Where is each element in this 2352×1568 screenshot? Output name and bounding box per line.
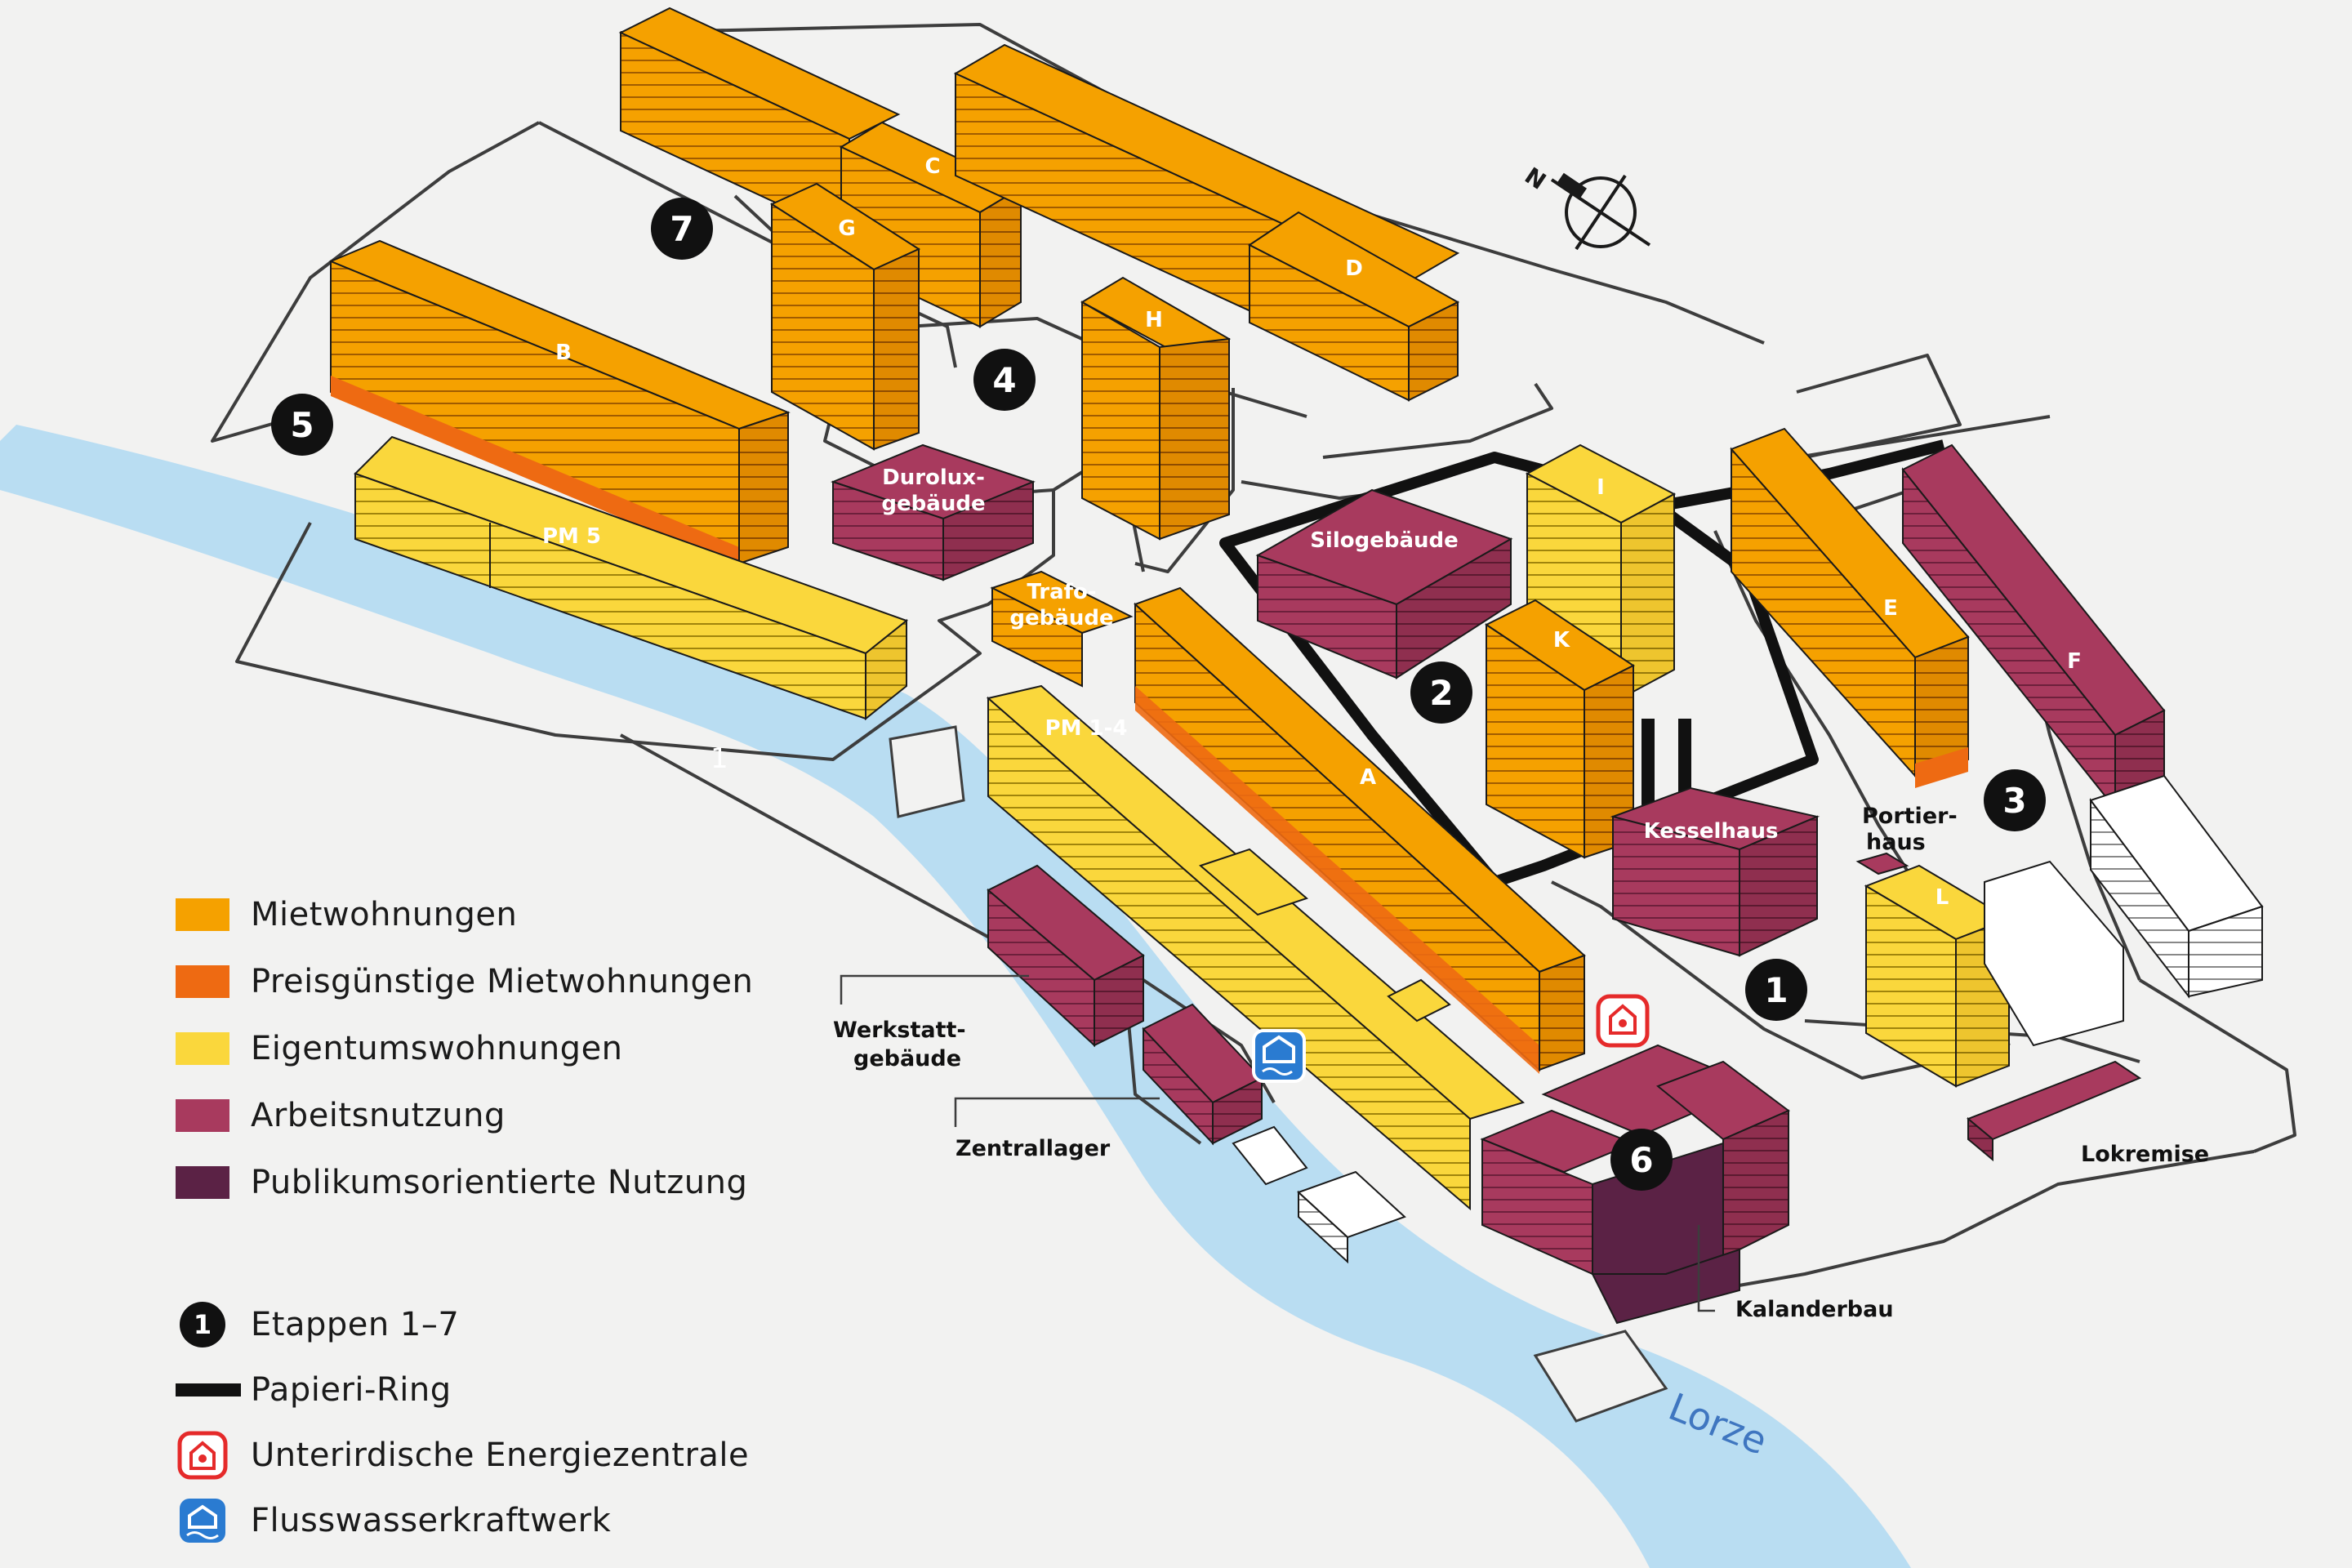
building-label: Durolux- bbox=[882, 466, 985, 490]
label-kalanderbau: Kalanderbau bbox=[1735, 1297, 1894, 1322]
legend-label: Flusswasserkraftwerk bbox=[251, 1502, 612, 1539]
label-zentrallager: Zentrallager bbox=[956, 1136, 1111, 1161]
building-label: Silogebäude bbox=[1310, 528, 1459, 553]
building-label: A bbox=[1360, 765, 1376, 790]
building-label: PM 1-4 bbox=[1045, 716, 1128, 741]
ring-swatch bbox=[176, 1383, 241, 1396]
building-label: gebäude bbox=[881, 492, 985, 516]
svg-text:7: 7 bbox=[670, 209, 693, 249]
building-existing-white bbox=[1984, 774, 2264, 1047]
building-label: E bbox=[1883, 596, 1898, 621]
legend-label: Preisgünstige Mietwohnungen bbox=[251, 963, 754, 1000]
svg-text:6: 6 bbox=[1629, 1140, 1653, 1180]
legend-label: Etappen 1–7 bbox=[251, 1306, 460, 1343]
building-l[interactable]: L bbox=[1864, 864, 2011, 1088]
svg-text:2: 2 bbox=[1429, 673, 1453, 713]
legend-item-stages: 1 Etappen 1–7 bbox=[176, 1300, 459, 1349]
building-label: Kesselhaus bbox=[1644, 819, 1779, 844]
legend-item-energy: Unterirdische Energiezentrale bbox=[176, 1431, 749, 1480]
building-unlabeled-top[interactable] bbox=[618, 7, 901, 238]
svg-text:5: 5 bbox=[290, 405, 314, 445]
building-label: C bbox=[924, 154, 940, 179]
svg-text:4: 4 bbox=[992, 360, 1016, 400]
label-werkstatt: Werkstatt- bbox=[833, 1018, 966, 1043]
legend-item-ownership: Eigentumswohnungen bbox=[176, 1024, 622, 1073]
stage-badge-4[interactable]: 4 bbox=[973, 349, 1036, 411]
stage-badge-5[interactable]: 5 bbox=[271, 394, 333, 456]
building-pm5[interactable]: PM 5 bbox=[354, 435, 909, 721]
legend-label: Publikumsorientierte Nutzung bbox=[251, 1164, 748, 1201]
building-lokremise[interactable] bbox=[1967, 1060, 2142, 1162]
building-label: Trafo- bbox=[1027, 580, 1096, 604]
legend-item-affordable: Preisgünstige Mietwohnungen bbox=[176, 957, 753, 1006]
building-pm1-4[interactable]: PM 1-4 bbox=[986, 684, 1526, 1211]
building-portierhaus[interactable]: Portier- haus bbox=[1855, 804, 1958, 875]
building-k[interactable]: K bbox=[1485, 599, 1635, 859]
stage-badge-6[interactable]: 6 bbox=[1610, 1129, 1673, 1191]
legend-label: Eigentumswohnungen bbox=[251, 1030, 623, 1067]
building-g[interactable]: G bbox=[769, 182, 921, 451]
building-d[interactable]: D bbox=[953, 43, 1460, 402]
building-trafo[interactable]: Trafo- gebäude bbox=[990, 570, 1134, 688]
building-label: G bbox=[838, 216, 855, 241]
legend-label: Arbeitsnutzung bbox=[251, 1097, 506, 1134]
building-silo[interactable]: Silogebäude bbox=[1255, 488, 1513, 679]
legend-item-hydro: Flusswasserkraftwerk bbox=[176, 1496, 611, 1545]
label-werkstatt: gebäude bbox=[853, 1046, 961, 1071]
legend-item-rental: Mietwohnungen bbox=[176, 890, 517, 939]
building-label: B bbox=[555, 341, 572, 365]
building-label: H bbox=[1145, 308, 1163, 332]
building-label: PM 5 bbox=[542, 524, 601, 549]
legend-label: Papieri-Ring bbox=[251, 1371, 452, 1409]
swatch-affordable bbox=[176, 965, 229, 998]
swatch-rental bbox=[176, 898, 229, 931]
svg-text:1: 1 bbox=[1764, 970, 1788, 1010]
legend-item-ring: Papieri-Ring bbox=[176, 1365, 451, 1414]
stage-badge-7[interactable]: 7 bbox=[651, 198, 713, 260]
building-kesselhaus[interactable]: Kesselhaus bbox=[1610, 719, 1820, 957]
hydro-plant-icon[interactable] bbox=[1252, 1029, 1306, 1083]
stage-badge-1[interactable]: 1 bbox=[1745, 959, 1807, 1021]
building-b[interactable]: B bbox=[328, 239, 791, 568]
legend-item-work: Arbeitsnutzung bbox=[176, 1091, 505, 1140]
stage-badge-2[interactable]: 2 bbox=[1410, 662, 1472, 724]
building-label: L bbox=[1936, 885, 1949, 910]
building-h[interactable]: H bbox=[1080, 276, 1232, 541]
energy-center-icon[interactable] bbox=[1596, 994, 1650, 1048]
hydro-plant-icon bbox=[180, 1499, 225, 1543]
swatch-ownership bbox=[176, 1032, 229, 1065]
building-e[interactable]: E bbox=[1730, 427, 1970, 788]
building-label: gebäude bbox=[1009, 606, 1113, 630]
bridge bbox=[889, 725, 965, 818]
building-zentrallager[interactable] bbox=[1142, 1003, 1263, 1146]
swatch-public bbox=[176, 1166, 229, 1199]
swatch-work bbox=[176, 1099, 229, 1132]
building-existing-small bbox=[1232, 1125, 1406, 1264]
legend-label: Unterirdische Energiezentrale bbox=[251, 1437, 750, 1474]
legend-item-public: Publikumsorientierte Nutzung bbox=[176, 1158, 747, 1207]
energy-center-icon bbox=[177, 1431, 228, 1480]
building-label: F bbox=[2067, 649, 2082, 674]
building-label: K bbox=[1553, 628, 1570, 653]
compass-letter: N bbox=[1520, 162, 1551, 194]
building-label: Portier- bbox=[1862, 804, 1958, 829]
building-c[interactable]: C bbox=[839, 121, 1023, 328]
label-lokremise: Lokremise bbox=[2081, 1142, 2209, 1167]
bridge bbox=[1533, 1330, 1668, 1423]
stage-badge-icon: 1 bbox=[176, 1300, 229, 1349]
svg-text:3: 3 bbox=[2002, 781, 2026, 821]
compass-icon: N bbox=[1520, 162, 1651, 251]
legend-label: Mietwohnungen bbox=[251, 896, 518, 933]
building-a[interactable]: A bbox=[1134, 586, 1586, 1074]
river-marker: 1 bbox=[710, 742, 728, 775]
label-leaders bbox=[840, 974, 1715, 1312]
building-label: D bbox=[1345, 256, 1363, 281]
building-label: haus bbox=[1866, 830, 1926, 855]
stage-badge-3[interactable]: 3 bbox=[1984, 769, 2046, 831]
river-lorze bbox=[0, 425, 1911, 1568]
building-durolux[interactable]: Durolux- gebäude bbox=[831, 443, 1036, 581]
building-werkstatt[interactable] bbox=[987, 864, 1145, 1048]
building-label: I bbox=[1597, 475, 1605, 500]
